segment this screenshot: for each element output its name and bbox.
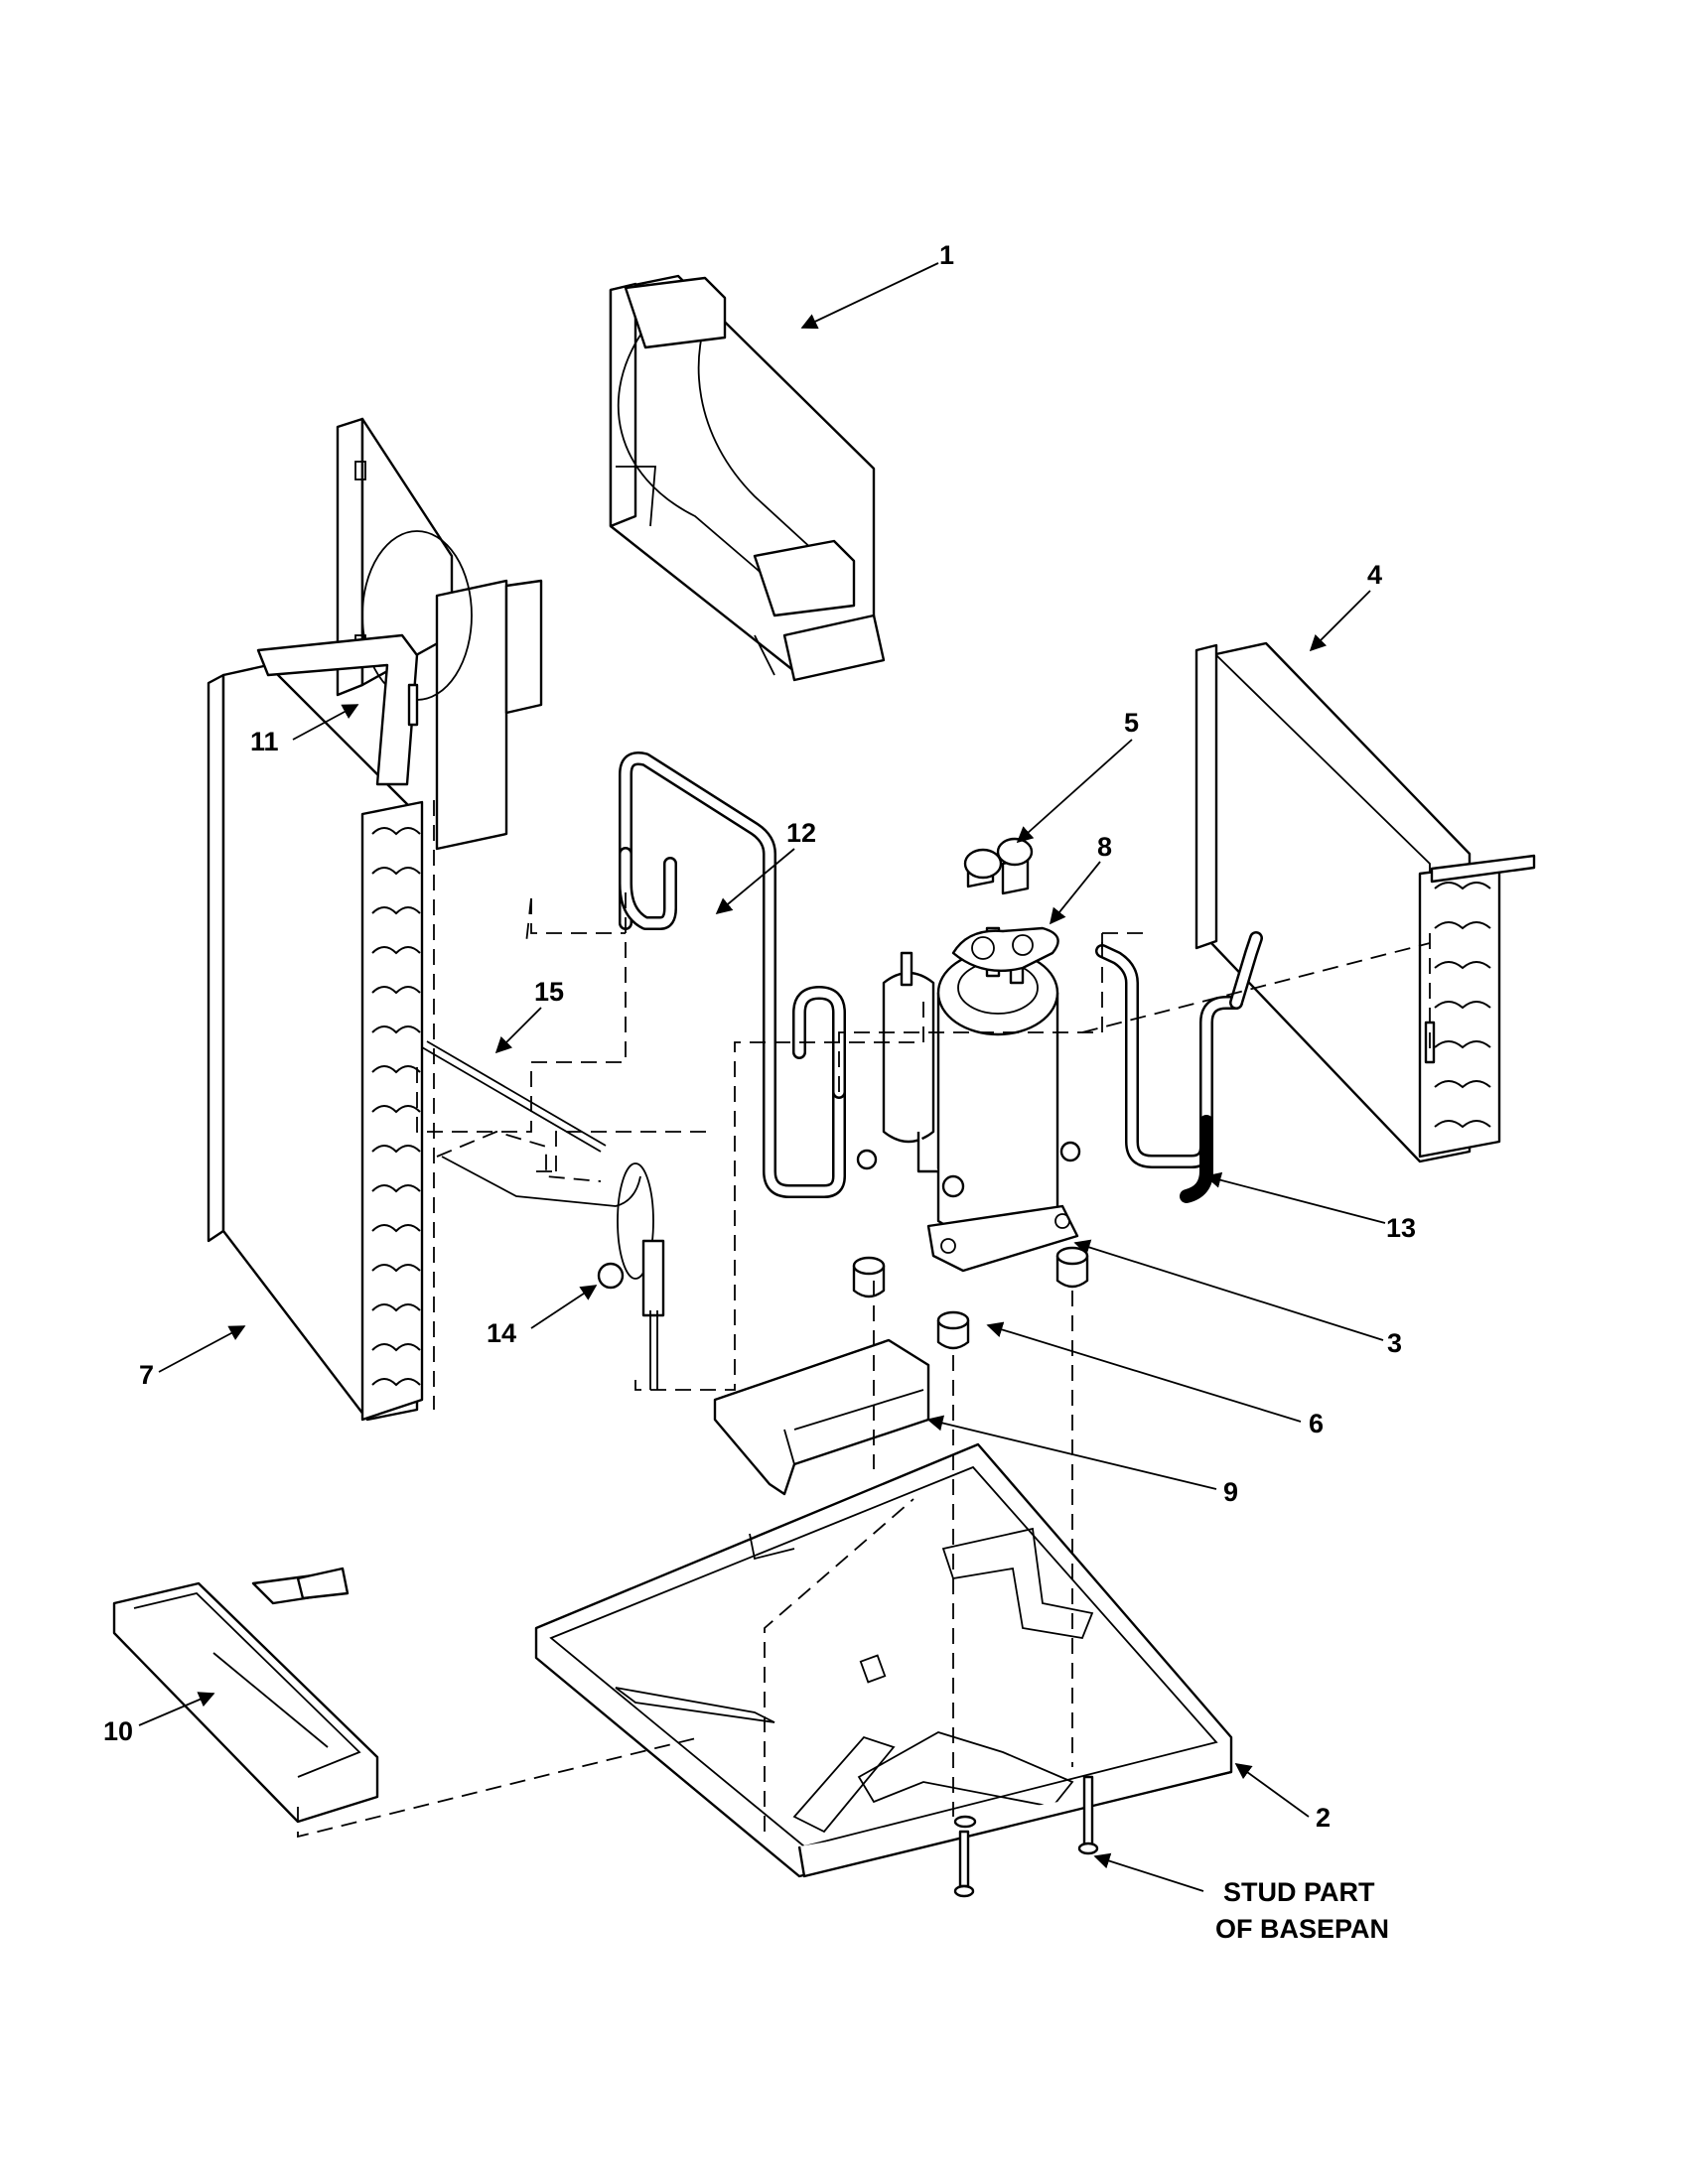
callout-labels: 1 2 3 4 5 6 7 8 9 10 11 12 13 14 15	[103, 240, 1416, 1833]
callout-4: 4	[1367, 560, 1382, 590]
callout-6: 6	[1309, 1409, 1324, 1438]
drain-tray-part-10	[112, 1567, 379, 1824]
capillary-tube-part-14	[441, 1156, 665, 1390]
evaporator-coil-part-7	[207, 633, 424, 1422]
callout-2: 2	[1316, 1803, 1331, 1833]
fan-shroud-part-1	[609, 274, 886, 682]
callout-14: 14	[487, 1318, 516, 1348]
callout-7: 7	[139, 1360, 154, 1390]
callout-5: 5	[1124, 708, 1139, 738]
insulation-block-part-9	[713, 1338, 930, 1496]
condenser-coil-part-4	[1194, 641, 1536, 1163]
callout-13: 13	[1386, 1213, 1416, 1243]
stud-note-line-1: STUD PART	[1223, 1877, 1375, 1907]
callout-12: 12	[786, 818, 816, 848]
callout-1: 1	[939, 240, 954, 270]
base-pan-part-2	[534, 1442, 1233, 1878]
stud-note-line-2: OF BASEPAN	[1215, 1914, 1389, 1944]
callout-15: 15	[534, 977, 564, 1007]
leader-lines	[138, 262, 1386, 1892]
callout-11: 11	[250, 727, 279, 756]
compressor-part-3	[856, 926, 1081, 1273]
discharge-tube-part-13	[1095, 931, 1263, 1203]
orifice-panel-part-11	[336, 417, 543, 851]
callout-3: 3	[1387, 1328, 1402, 1358]
callout-8: 8	[1097, 832, 1112, 862]
callout-9: 9	[1223, 1477, 1238, 1507]
grommets-part-6	[852, 1246, 1089, 1350]
basepan-studs	[953, 1775, 1099, 1898]
thermistor-part-15	[421, 1040, 607, 1153]
callout-10: 10	[103, 1716, 133, 1746]
suction-tube-part-12	[619, 751, 846, 1198]
assembly-dashed-lines	[297, 800, 1431, 1839]
terminal-cover-part-5	[963, 837, 1034, 895]
gasket-part-8	[951, 926, 1059, 972]
stud-note: STUD PART OF BASEPAN	[1215, 1877, 1389, 1944]
